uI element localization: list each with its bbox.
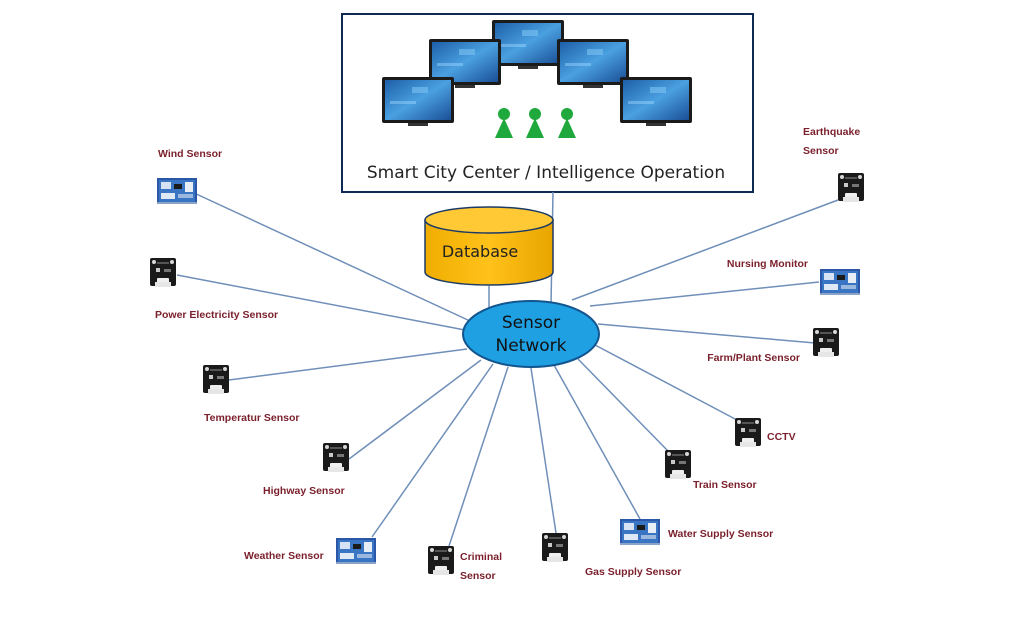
network-label-line1: Sensor — [502, 313, 560, 333]
sensor-label: Criminal — [460, 551, 502, 563]
sensor-module-icon — [428, 546, 454, 575]
sensor-connector-line — [589, 281, 820, 307]
sensor-connector-line — [571, 199, 839, 301]
sensor-connector-line — [448, 366, 509, 547]
sensor-module-icon — [735, 418, 761, 447]
sensor-label: Farm/Plant Sensor — [707, 352, 800, 364]
sensor-label: Wind Sensor — [158, 148, 222, 160]
sensor-module-icon — [542, 533, 568, 562]
sensor-connector-line — [348, 359, 482, 460]
sensor-label: Earthquake — [803, 126, 860, 138]
sensor-connector-line — [228, 348, 468, 381]
sensor-connector-line — [577, 358, 669, 452]
sensor-module-icon — [203, 365, 229, 394]
center-title: Smart City Center / Intelligence Operati… — [367, 163, 725, 183]
network-label-line2: Network — [496, 336, 567, 356]
database-label: Database — [442, 242, 518, 261]
monitor-icon — [382, 77, 454, 126]
sensor-label: Power Electricity Sensor — [155, 309, 278, 321]
monitor-icon — [492, 20, 564, 69]
sensor-module-icon — [150, 258, 176, 287]
sensor-module-icon — [323, 443, 349, 472]
sensor-label: Gas Supply Sensor — [585, 566, 681, 578]
sensor-board-icon — [157, 178, 197, 204]
sensor-label: Train Sensor — [693, 479, 757, 491]
sensor-network-node — [462, 300, 600, 368]
sensor-module-icon — [665, 450, 691, 479]
sensor-module-icon — [813, 328, 839, 357]
sensor-label: CCTV — [767, 431, 796, 443]
sensor-label: Temperatur Sensor — [204, 412, 300, 424]
sensor-label: Highway Sensor — [263, 485, 345, 497]
monitor-icon — [557, 39, 629, 88]
sensor-connections — [176, 191, 839, 547]
sensor-module-icon — [838, 173, 864, 202]
sensor-label: Water Supply Sensor — [668, 528, 773, 540]
sensor-board-icon — [336, 538, 376, 564]
sensor-connector-line — [597, 323, 816, 344]
sensor-connector-line — [594, 344, 738, 421]
sensor-label: Nursing Monitor — [727, 258, 808, 270]
sensor-label: Weather Sensor — [244, 550, 324, 562]
sensor-connector-line — [553, 364, 641, 520]
monitor-icon — [620, 77, 692, 126]
sensor-connector-line — [191, 191, 471, 322]
sensor-connector-line — [530, 367, 557, 534]
sensor-board-icon — [620, 519, 660, 545]
sensor-board-icon — [820, 269, 860, 295]
sensor-label: Sensor — [460, 570, 496, 582]
database-icon — [424, 206, 554, 286]
sensor-label: Sensor — [803, 145, 839, 157]
sensor-connector-line — [176, 274, 466, 331]
sensor-connector-line — [371, 363, 494, 538]
